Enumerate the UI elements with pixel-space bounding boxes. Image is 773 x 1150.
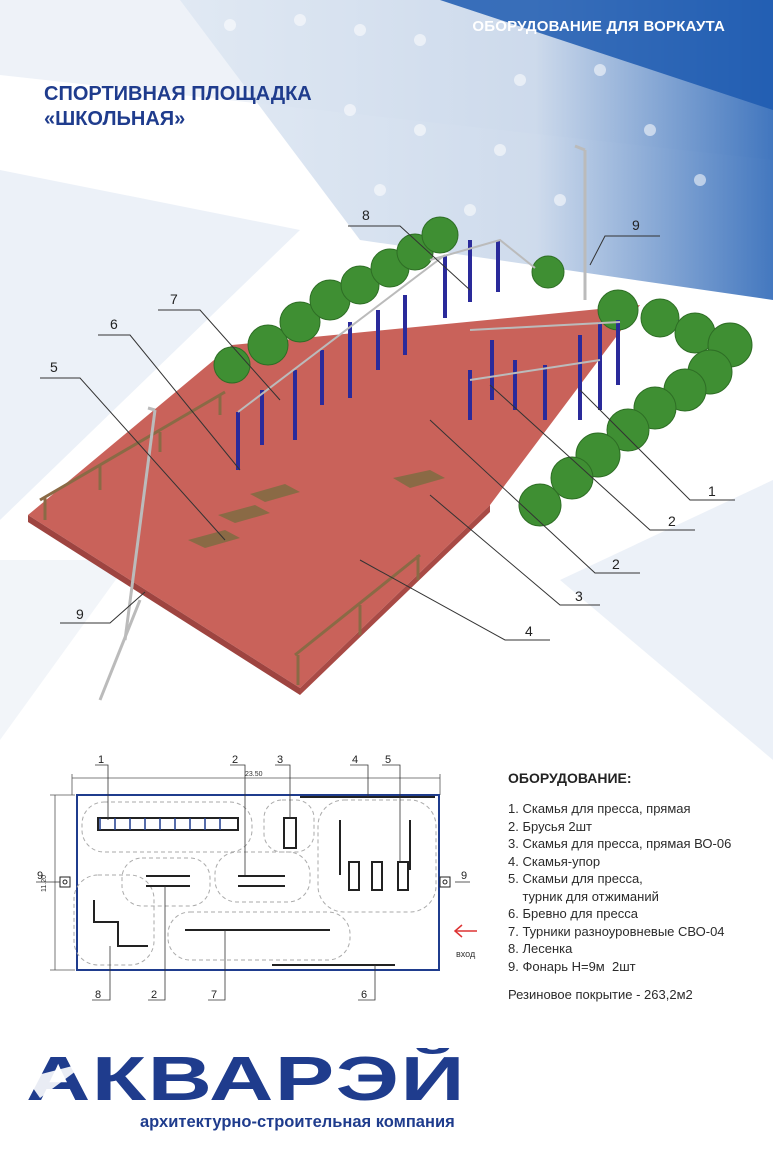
callout-2-a: 2 xyxy=(668,513,676,529)
equipment-list: 1. Скамья для пресса, прямая 2. Брусья 2… xyxy=(508,800,768,975)
entrance-arrow-icon xyxy=(453,924,477,938)
equipment-heading: ОБОРУДОВАНИЕ: xyxy=(508,770,632,786)
callout-7: 7 xyxy=(170,291,178,307)
equipment-item: 3. Скамья для пресса, прямая ВО-06 xyxy=(508,836,732,851)
equipment-item: 1. Скамья для пресса, прямая xyxy=(508,801,691,816)
railing-right xyxy=(294,553,421,685)
title-line-1: СПОРТИВНАЯ ПЛОЩАДКА xyxy=(44,83,312,105)
equipment-item: 7. Турники разноуровневые СВО-04 xyxy=(508,923,725,939)
page-title: СПОРТИВНАЯ ПЛОЩАДКА «ШКОЛЬНАЯ» xyxy=(44,82,312,132)
rubber-surface xyxy=(28,305,640,688)
plan-label-9-right: 9 xyxy=(461,870,467,882)
callout-3: 3 xyxy=(575,588,583,604)
entrance-label: вход xyxy=(456,949,476,959)
equipment-item: турник для отжиманий xyxy=(508,888,659,904)
surface-note: Резиновое покрытие - 263,2м2 xyxy=(508,987,693,1002)
plan-border xyxy=(76,794,440,971)
plan-label-7: 7 xyxy=(211,989,217,1001)
plan-label-9-left: 9 xyxy=(37,870,43,882)
logo-wordmark: АКВАРЭЙ xyxy=(26,1048,466,1110)
company-logo: АКВАРЭЙ xyxy=(26,1048,466,1110)
plan-label-2-bottom: 2 xyxy=(151,989,157,1001)
equipment-item: 9. Фонарь Н=9м 2шт xyxy=(508,958,636,974)
railing-left xyxy=(39,390,226,520)
equipment-posts xyxy=(236,240,620,470)
callout-6: 6 xyxy=(110,316,118,332)
company-subtitle: архитектурно-строительная компания xyxy=(140,1113,455,1131)
equipment-legend: ОБОРУДОВАНИЕ: 1. Скамья для пресса, прям… xyxy=(508,770,768,1002)
plan-label-2-top: 2 xyxy=(232,754,238,766)
equipment-item: 4. Скамья-упор xyxy=(508,853,601,869)
benches xyxy=(188,470,445,548)
lamp-posts xyxy=(98,144,587,701)
equipment-item: 5. Скамьи для пресса, xyxy=(508,871,643,886)
equipment-item: 2. Брусья 2шт xyxy=(508,818,592,834)
equipment-item: 6. Бревно для пресса xyxy=(508,906,638,921)
hedge-bushes xyxy=(213,216,753,527)
plan-label-5: 5 xyxy=(385,754,391,766)
callout-2-b: 2 xyxy=(612,556,620,572)
callout-8: 8 xyxy=(362,207,370,223)
dimension-width: 23.50 xyxy=(245,771,263,778)
plan-label-3: 3 xyxy=(277,754,283,766)
callout-9-bottom: 9 xyxy=(76,606,84,622)
callout-4: 4 xyxy=(525,623,533,639)
header-tagline: ОБОРУДОВАНИЕ ДЛЯ ВОРКАУТА xyxy=(472,18,725,35)
plan-label-4: 4 xyxy=(352,754,358,766)
plan-label-6: 6 xyxy=(361,989,367,1001)
plan-label-8: 8 xyxy=(95,989,101,1001)
equipment-item: 8. Лесенка xyxy=(508,941,573,956)
callout-9-top: 9 xyxy=(632,217,640,233)
perspective-render: 8 9 7 6 5 1 2 2 3 4 9 xyxy=(28,144,753,701)
callout-1: 1 xyxy=(708,483,716,499)
title-line-2: «ШКОЛЬНАЯ» xyxy=(44,108,186,130)
callout-5: 5 xyxy=(50,359,58,375)
plan-label-1: 1 xyxy=(98,754,104,766)
dimension-height: 11.20 xyxy=(41,875,48,892)
